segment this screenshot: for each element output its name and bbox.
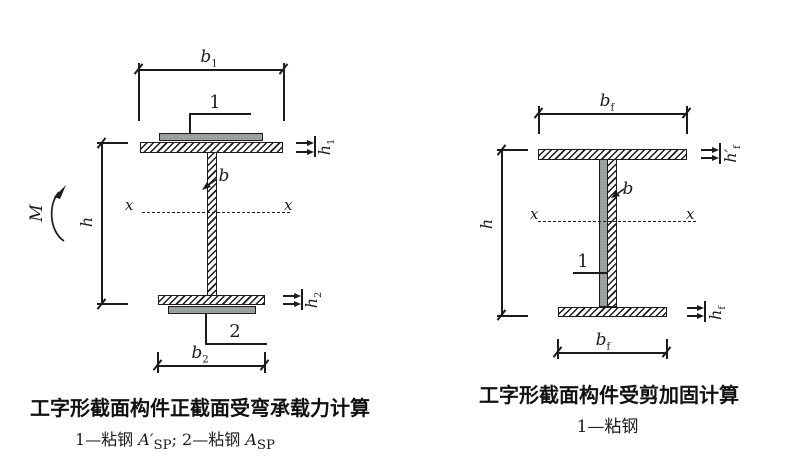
- h2-marker-tick: [301, 289, 303, 310]
- b1-base: b: [200, 47, 212, 67]
- h2-arrow-bottom: [294, 301, 301, 307]
- bf-top-extension-right: [686, 106, 688, 134]
- b1-extension-line-left: [138, 63, 140, 121]
- legend-var-asp-prime: A′: [138, 430, 154, 449]
- callout-1-label: 1: [577, 251, 589, 272]
- b1-subscript: 1: [211, 58, 218, 70]
- bf-top-dimension-label: bf: [594, 91, 620, 113]
- hf-top-arrow-top: [712, 147, 719, 153]
- b2-base: b: [191, 343, 203, 363]
- right-figure-legend: 1—粘钢: [576, 417, 639, 437]
- bf-bottom-base: b: [595, 330, 607, 350]
- h-extension-bottom: [497, 315, 528, 317]
- hf-bottom-marker-line-top: [687, 307, 699, 309]
- b2-subscript: 2: [202, 354, 209, 366]
- b-pointer-arrow: [611, 188, 625, 198]
- beam-bottom-flange: [158, 295, 265, 305]
- hf-top-subscript: f: [732, 145, 744, 149]
- b1-dimension-line: [138, 69, 284, 71]
- b1-extension-line-right: [283, 63, 285, 121]
- b-web-label: b: [218, 166, 230, 186]
- hf-top-marker-tick: [719, 143, 721, 164]
- callout1-leader-vertical: [189, 113, 191, 134]
- bf-bottom-subscript: f: [606, 341, 611, 353]
- legend-var-asp: A: [245, 430, 257, 449]
- hf-bottom-arrow-bottom: [697, 313, 704, 319]
- legend-item2-text: ; 2—粘钢: [171, 430, 246, 449]
- callout1-leader-horizontal: [573, 272, 607, 274]
- legend-sub-sp2: SP: [256, 438, 275, 454]
- hf-bottom-arrow-top: [697, 305, 704, 311]
- h2-marker-line-bottom: [283, 303, 296, 305]
- h-dimension-label: h: [476, 218, 496, 230]
- callout-2-label: 2: [229, 321, 241, 342]
- bonded-plate-top: [159, 133, 263, 141]
- h1-marker-line-bottom: [296, 151, 309, 153]
- h-dimension-line: [501, 150, 503, 316]
- axis-label-left: x: [530, 205, 539, 223]
- callout-1-label: 1: [209, 92, 221, 113]
- hf-top-marker-line-top: [701, 149, 714, 151]
- b2-dimension-line: [157, 365, 265, 367]
- neutral-axis-line: [142, 212, 290, 213]
- h1-arrow-top: [307, 140, 314, 146]
- hf-top-arrow-bottom: [712, 155, 719, 161]
- legend-item1-text: 1—粘钢: [75, 430, 139, 449]
- hf-bottom-base: h: [705, 309, 725, 320]
- right-figure-caption: 工字形截面构件受剪加固计算: [479, 385, 739, 407]
- b1-dimension-label: b1: [196, 47, 222, 69]
- h-dimension-line: [101, 143, 103, 304]
- bf-bottom-dimension-label: bf: [590, 330, 616, 352]
- h1-marker-line-top: [296, 142, 309, 144]
- h1-arrow-bottom: [307, 149, 314, 155]
- bonded-plate-bottom: [168, 306, 256, 314]
- bf-bottom-dimension-line: [557, 352, 667, 354]
- callout2-leader-vertical: [205, 313, 207, 344]
- beam-web: [607, 159, 617, 307]
- h-extension-top: [497, 149, 528, 151]
- hf-top-dimension-label: h′f: [719, 141, 745, 167]
- h1-marker-tick: [314, 136, 316, 157]
- hf-top-base: h′: [720, 148, 740, 163]
- bf-top-subscript: f: [610, 102, 615, 114]
- moment-arc-arrow: [50, 185, 66, 242]
- b2-dimension-label: b2: [186, 343, 214, 365]
- hf-bottom-dimension-label: hf: [704, 300, 730, 326]
- hf-bottom-marker-tick: [704, 301, 706, 322]
- b-pointer-arrow: [202, 178, 218, 190]
- hf-top-marker-line-bottom: [701, 157, 714, 159]
- left-figure-caption: 工字形截面构件正截面受弯承载力计算: [30, 398, 370, 420]
- beam-bottom-flange: [558, 307, 667, 317]
- axis-label-left: x: [125, 196, 134, 214]
- callout2-leader-horizontal: [205, 343, 267, 345]
- axis-label-right: x: [686, 205, 695, 223]
- h2-arrow-top: [294, 293, 301, 299]
- h-extension-top: [97, 142, 128, 144]
- bf-top-dimension-line: [538, 113, 687, 115]
- hf-bottom-subscript: f: [717, 306, 729, 310]
- legend-sub-sp1: SP: [153, 438, 172, 454]
- callout1-leader-horizontal: [189, 113, 251, 115]
- b-web-label: b: [622, 179, 634, 199]
- h-extension-bottom: [97, 303, 128, 305]
- neutral-axis-line: [538, 221, 696, 222]
- h2-marker-line-top: [283, 295, 296, 297]
- bf-top-base: b: [599, 91, 611, 111]
- bf-top-extension-left: [538, 106, 540, 134]
- axis-label-right: x: [284, 196, 293, 214]
- hf-bottom-marker-line-bottom: [687, 315, 699, 317]
- left-figure-legend: 1—粘钢 A′SP; 2—粘钢 ASP: [25, 426, 325, 453]
